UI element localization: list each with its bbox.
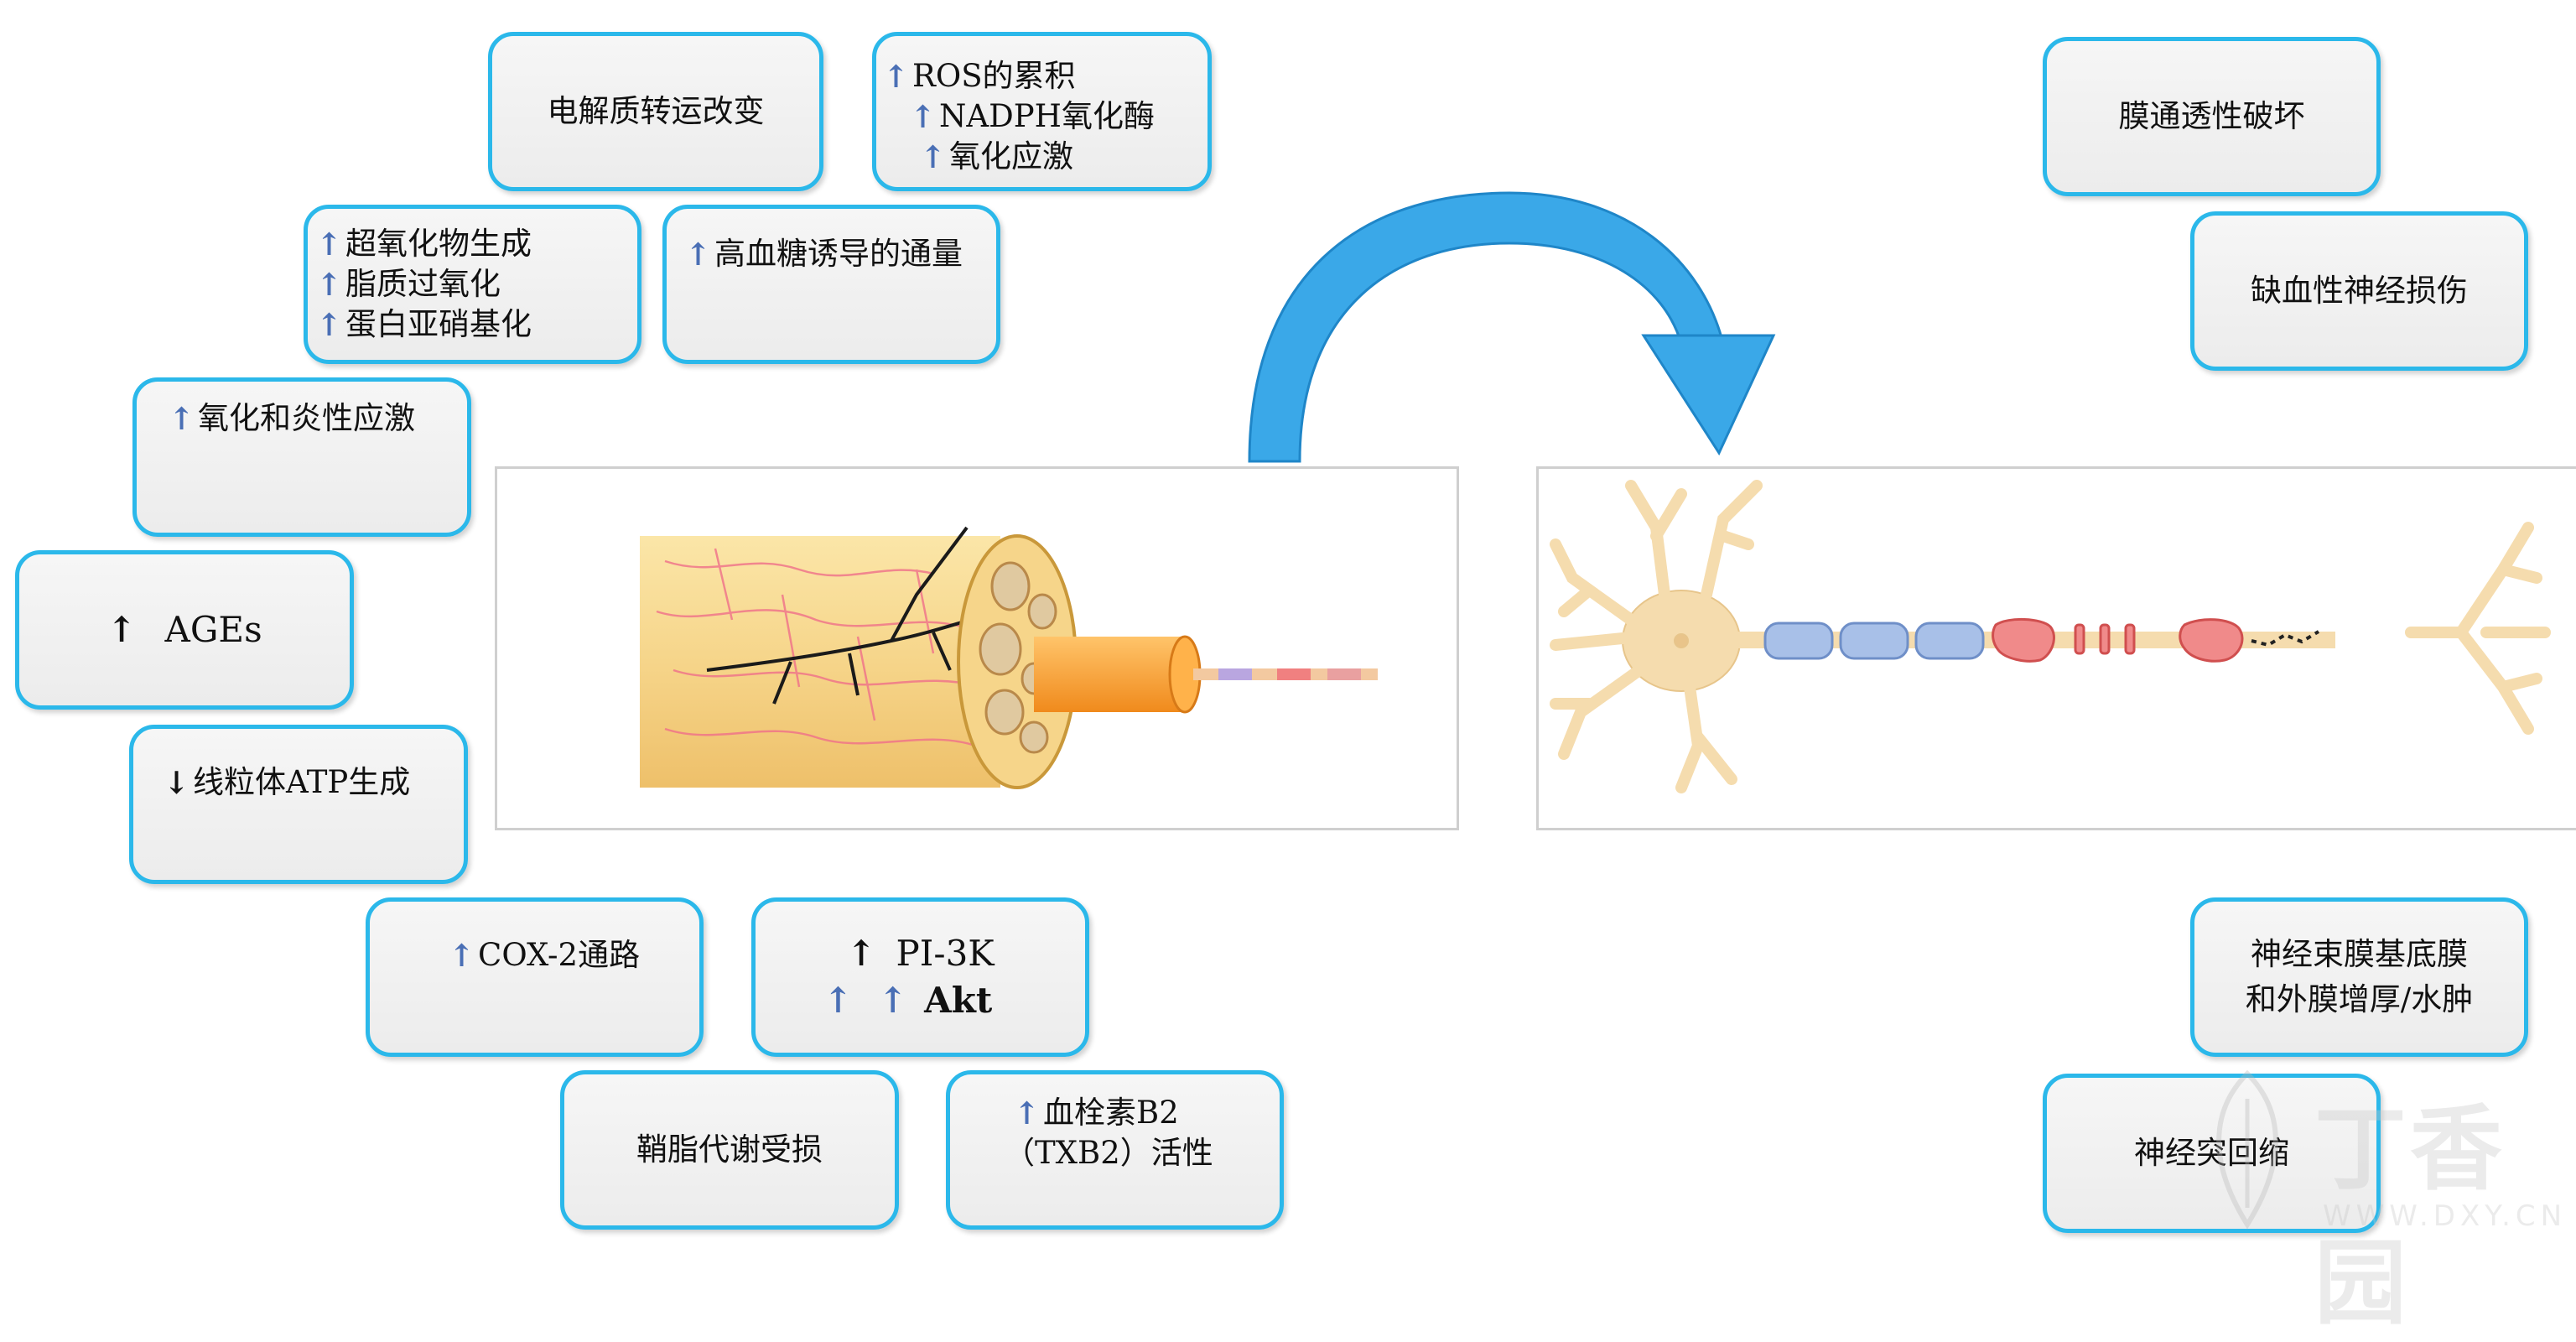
up-arrow-icon: ↑ [920,138,947,175]
myelin-text: 鞘脂代谢受损 [636,1131,823,1168]
superoxide-line-1: ↑超氧化物生成 [316,226,532,263]
cox2-line: ↑COX-2通路 [449,937,641,974]
perineurium-line-2: 和外膜增厚/水肿 [2245,981,2474,1017]
up-arrow-icon: ↑ [316,266,343,303]
nerve-cross-section-panel [495,466,1459,830]
ages-box: ↑AGEs [15,550,354,710]
axon-terminal [2405,522,2551,735]
myelin-sheaths [1763,622,1985,660]
membrane-perm-text: 膜通透性破坏 [2118,98,2305,134]
synapse-text: 神经突回缩 [2134,1135,2289,1171]
axon-segment [1277,668,1311,680]
blood-vessels [656,548,984,747]
neuron-damage-panel [1536,466,2576,830]
ages-line: ↑AGEs [106,609,262,650]
pi3k-line-1: ↑PI-3K [846,930,994,977]
up-arrow-icon: ↑ [1014,1095,1041,1131]
up-arrow-icon: ↑ [877,980,908,1021]
neuron-illustration [1550,480,2551,793]
damaged-myelin [1992,617,2244,663]
up-arrow-icon: ↑ [106,609,137,650]
synapse-box: 神经突回缩 [2043,1074,2381,1233]
mito-atp-line: ↓线粒体ATP生成 [164,764,411,801]
perineurium-box: 神经束膜基底膜 和外膜增厚/水肿 [2190,897,2528,1057]
superoxide-line-3: ↑蛋白亚硝基化 [316,306,532,343]
ros-line-3: ↑氧化应激 [920,138,1074,175]
up-arrow-icon: ↑ [685,236,712,273]
up-arrow-icon: ↑ [823,980,853,1021]
glucose-flux-box: ↑高血糖诱导的通量 [662,205,1000,364]
up-arrow-icon: ↑ [883,58,910,95]
nerve-fiber-illustration [640,526,1378,789]
ros-line-2: ↑NADPH氧化酶 [910,98,1155,135]
glucose-flux-line: ↑高血糖诱导的通量 [685,236,963,273]
electrolyte-text: 电解质转运改变 [547,93,765,129]
superoxide-line-2: ↑脂质过氧化 [316,266,501,303]
membrane-perm-box: 膜通透性破坏 [2043,37,2381,196]
fascicle-tube [1034,637,1185,712]
mito-atp-box: ↓线粒体ATP生成 [129,725,468,884]
myelin-box: 鞘脂代谢受损 [560,1070,899,1230]
nerve-trunk [640,536,1000,788]
ischemic-box: 缺血性神经损伤 [2190,211,2528,371]
neuron-soma [1550,480,1763,793]
up-arrow-icon: ↑ [846,933,876,974]
cox2-box: ↑COX-2通路 [366,897,704,1057]
txb2-line-2: （TXB2）活性 [1004,1135,1213,1171]
ros-line-1: ↑ROS的累积 [883,58,1076,95]
down-arrow-icon: ↓ [164,764,190,801]
broken-axon [2251,630,2320,648]
up-arrow-icon: ↑ [910,98,937,135]
ischemic-text: 缺血性神经损伤 [2251,273,2468,309]
electrolyte-box: 电解质转运改变 [488,32,823,191]
up-arrow-icon: ↑ [449,937,475,974]
ros-box: ↑ROS的累积 ↑NADPH氧化酶 ↑氧化应激 [872,32,1212,191]
oxidative-inflammatory-box: ↑氧化和炎性应激 [132,377,471,537]
up-arrow-icon: ↑ [169,400,195,437]
pi3k-line-2: ↑↑Akt [823,977,993,1024]
perineurium-line-1: 神经束膜基底膜 [2251,936,2468,972]
axon-segment [1327,668,1361,680]
up-arrow-icon: ↑ [316,306,343,343]
txb2-line-1: ↑血栓素B2 [1014,1095,1179,1131]
txb2-box: ↑血栓素B2 （TXB2）活性 [946,1070,1284,1230]
pi3k-box: ↑PI-3K ↑↑Akt [751,897,1089,1057]
oxidative-inflammatory-line: ↑氧化和炎性应激 [169,400,416,437]
curved-arrow-icon [1248,191,1776,463]
axon-segment [1218,668,1252,680]
superoxide-box: ↑超氧化物生成 ↑脂质过氧化 ↑蛋白亚硝基化 [304,205,641,364]
up-arrow-icon: ↑ [316,226,343,263]
